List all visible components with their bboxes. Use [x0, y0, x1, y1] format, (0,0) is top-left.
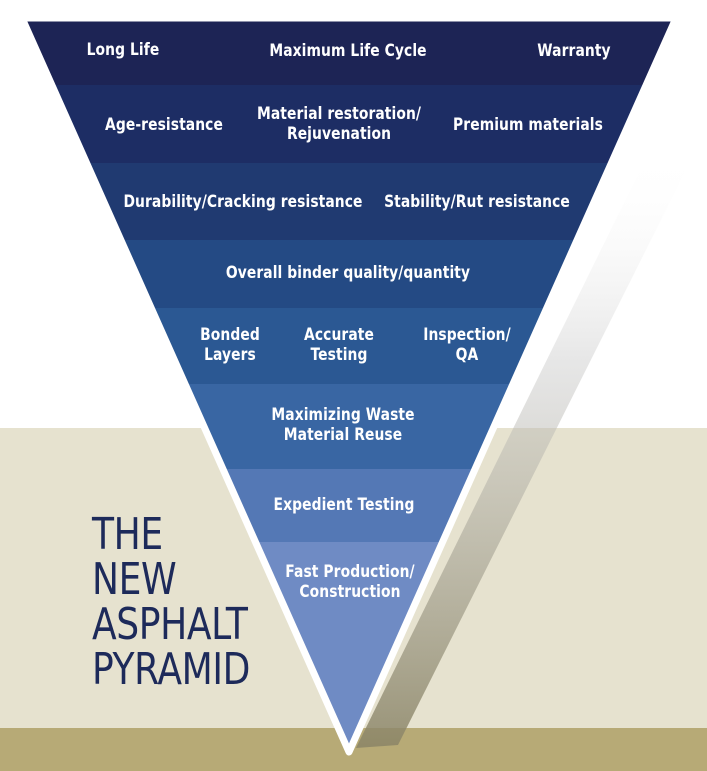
tier-8-label-1: Fast Production/ Construction [285, 562, 415, 601]
tier-3-label-2: Stability/Rut resistance [384, 192, 570, 211]
tier-5-label-3: Inspection/ QA [423, 325, 511, 364]
diagram-title: THE NEW ASPHALT PYRAMID [92, 512, 285, 692]
tier-1-label-1: Long Life [86, 40, 160, 59]
tier-5-label-1: Bonded Layers [200, 325, 260, 364]
tier-6-label-1: Maximizing Waste Material Reuse [271, 405, 415, 444]
tier-5-label-2: Accurate Testing [304, 325, 374, 364]
title-line-4: PYRAMID [92, 644, 250, 695]
title-line-3: ASPHALT [92, 599, 248, 650]
tier-4-label-1: Overall binder quality/quantity [225, 263, 471, 282]
pyramid-tier-3 [22, 163, 676, 240]
tier-2-label-2: Material restoration/ Rejuvenation [256, 104, 422, 143]
pyramid-shadow [356, 150, 686, 748]
title-line-1: THE [92, 509, 163, 560]
tier-1-label-2: Maximum Life Cycle [269, 41, 427, 60]
tier-2-label-3: Premium materials [453, 115, 603, 134]
tier-2-label-1: Age-resistance [105, 115, 223, 134]
pyramid-tier-1 [22, 18, 676, 85]
pyramid-outline [18, 14, 680, 756]
title-line-2: NEW [92, 554, 177, 605]
tier-7-label-1: Expedient Testing [273, 495, 415, 514]
pyramid-tier-2 [22, 85, 676, 163]
tier-1-label-3: Warranty [537, 41, 611, 60]
tier-3-label-1: Durability/Cracking resistance [123, 192, 363, 211]
